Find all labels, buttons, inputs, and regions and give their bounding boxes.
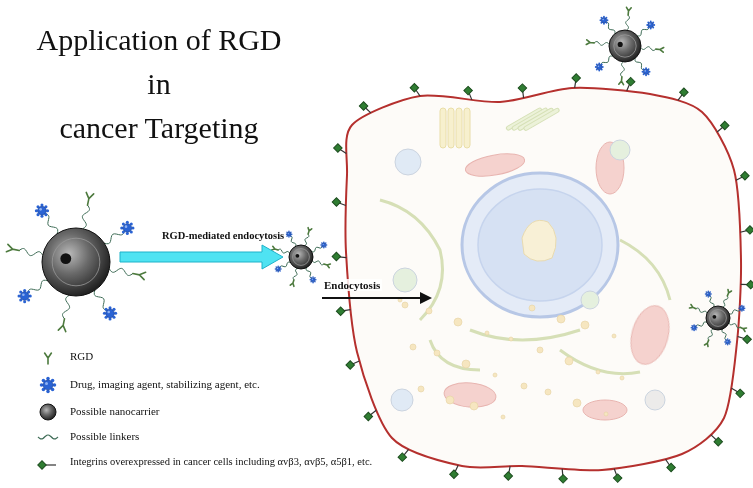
legend-entry: RGD bbox=[70, 350, 93, 362]
diagram-title: Application of RGD in cancer Targeting bbox=[14, 18, 304, 150]
legend-entry: Integrins overexpressed in cancer cells … bbox=[70, 456, 372, 467]
legend-entry: Possible linkers bbox=[70, 430, 139, 442]
nanocarrier-right bbox=[690, 290, 747, 347]
cell-membrane bbox=[345, 88, 741, 470]
legend-entry: Possible nanocarrier bbox=[70, 405, 160, 417]
legend-samples bbox=[38, 353, 58, 469]
integrin-receptors bbox=[332, 74, 753, 483]
rgd-endocytosis-arrow bbox=[120, 245, 283, 269]
nanocarrier-top bbox=[586, 7, 663, 84]
organelles bbox=[380, 107, 675, 420]
arrow-label: Endocytosis bbox=[322, 279, 382, 291]
cancer-cell bbox=[345, 88, 741, 470]
arrow-label: RGD-mediated endocytosis bbox=[160, 230, 286, 241]
legend-entry: Drug, imaging agent, stabilizing agent, … bbox=[70, 378, 260, 390]
endocytosis-arrow bbox=[322, 292, 432, 304]
